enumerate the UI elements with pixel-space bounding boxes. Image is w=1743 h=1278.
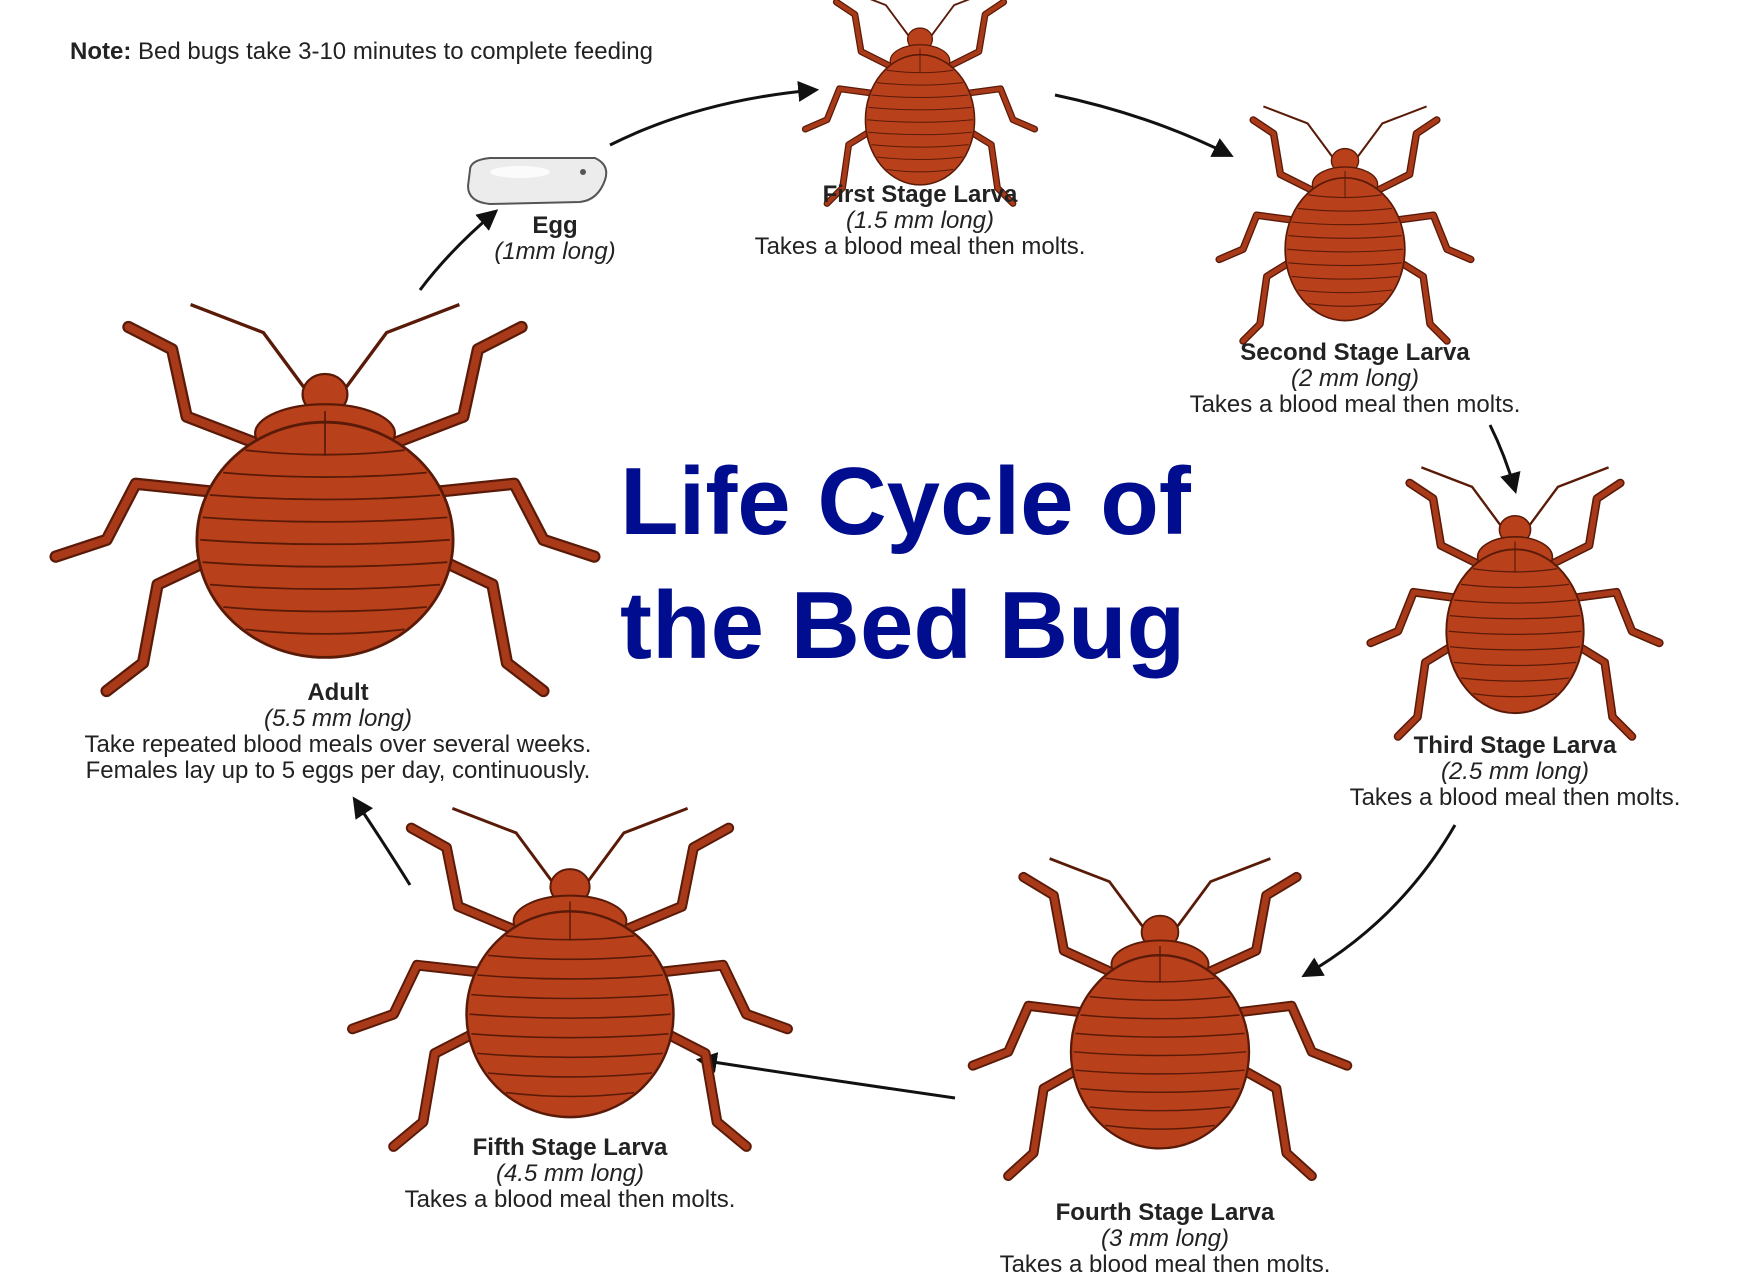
- title-line-2: the Bed Bug: [620, 564, 1220, 688]
- stage-name: Fifth Stage Larva: [340, 1135, 800, 1161]
- stage-desc: Takes a blood meal then molts.: [1125, 392, 1585, 418]
- arrow-fourth-to-fifth: [700, 1060, 955, 1098]
- arrow-second-to-third: [1490, 425, 1515, 490]
- arrow-first-to-second: [1055, 95, 1230, 155]
- stage-desc-2: Females lay up to 5 eggs per day, contin…: [8, 758, 668, 784]
- stage-name: Adult: [8, 680, 668, 706]
- stage-desc-1: Take repeated blood meals over several w…: [8, 732, 668, 758]
- page-title: Life Cycle of the Bed Bug: [620, 440, 1220, 688]
- stage-size: (5.5 mm long): [8, 706, 668, 732]
- second-stage-larva-illustration: [1219, 106, 1471, 341]
- second-stage-caption: Second Stage Larva (2 mm long) Takes a b…: [1125, 340, 1585, 418]
- stage-name: Fourth Stage Larva: [935, 1200, 1395, 1226]
- first-stage-larva-illustration: [805, 0, 1034, 203]
- arrow-egg-to-first: [610, 90, 815, 145]
- stage-size: (1.5 mm long): [690, 208, 1150, 234]
- third-stage-larva-illustration: [1371, 467, 1660, 736]
- third-stage-caption: Third Stage Larva (2.5 mm long) Takes a …: [1295, 733, 1735, 811]
- fourth-stage-caption: Fourth Stage Larva (3 mm long) Takes a b…: [935, 1200, 1395, 1278]
- stage-size: (1mm long): [470, 239, 640, 265]
- arrow-fifth-to-adult: [355, 800, 410, 885]
- note-label: Note:: [70, 38, 131, 65]
- stage-size: (2.5 mm long): [1295, 759, 1735, 785]
- stage-name: First Stage Larva: [690, 182, 1150, 208]
- fourth-stage-larva-illustration: [973, 859, 1347, 1176]
- fifth-stage-caption: Fifth Stage Larva (4.5 mm long) Takes a …: [340, 1135, 800, 1213]
- egg-caption: Egg (1mm long): [470, 213, 640, 265]
- stage-size: (4.5 mm long): [340, 1161, 800, 1187]
- adult-illustration: [56, 305, 595, 691]
- stage-name: Egg: [470, 213, 640, 239]
- stage-size: (3 mm long): [935, 1226, 1395, 1252]
- arrow-third-to-fourth: [1305, 825, 1455, 975]
- feeding-note: Note: Bed bugs take 3-10 minutes to comp…: [70, 38, 653, 66]
- first-stage-caption: First Stage Larva (1.5 mm long) Takes a …: [690, 182, 1150, 260]
- stage-desc: Takes a blood meal then molts.: [935, 1252, 1395, 1278]
- stage-desc: Takes a blood meal then molts.: [340, 1187, 800, 1213]
- note-text: Bed bugs take 3-10 minutes to complete f…: [138, 38, 653, 65]
- stage-name: Third Stage Larva: [1295, 733, 1735, 759]
- egg-illustration: [468, 158, 606, 204]
- adult-caption: Adult (5.5 mm long) Take repeated blood …: [8, 680, 668, 784]
- title-line-1: Life Cycle of: [620, 440, 1220, 564]
- stage-name: Second Stage Larva: [1125, 340, 1585, 366]
- fifth-stage-larva-illustration: [352, 808, 787, 1146]
- stage-size: (2 mm long): [1125, 366, 1585, 392]
- stage-desc: Takes a blood meal then molts.: [1295, 785, 1735, 811]
- stage-desc: Takes a blood meal then molts.: [690, 234, 1150, 260]
